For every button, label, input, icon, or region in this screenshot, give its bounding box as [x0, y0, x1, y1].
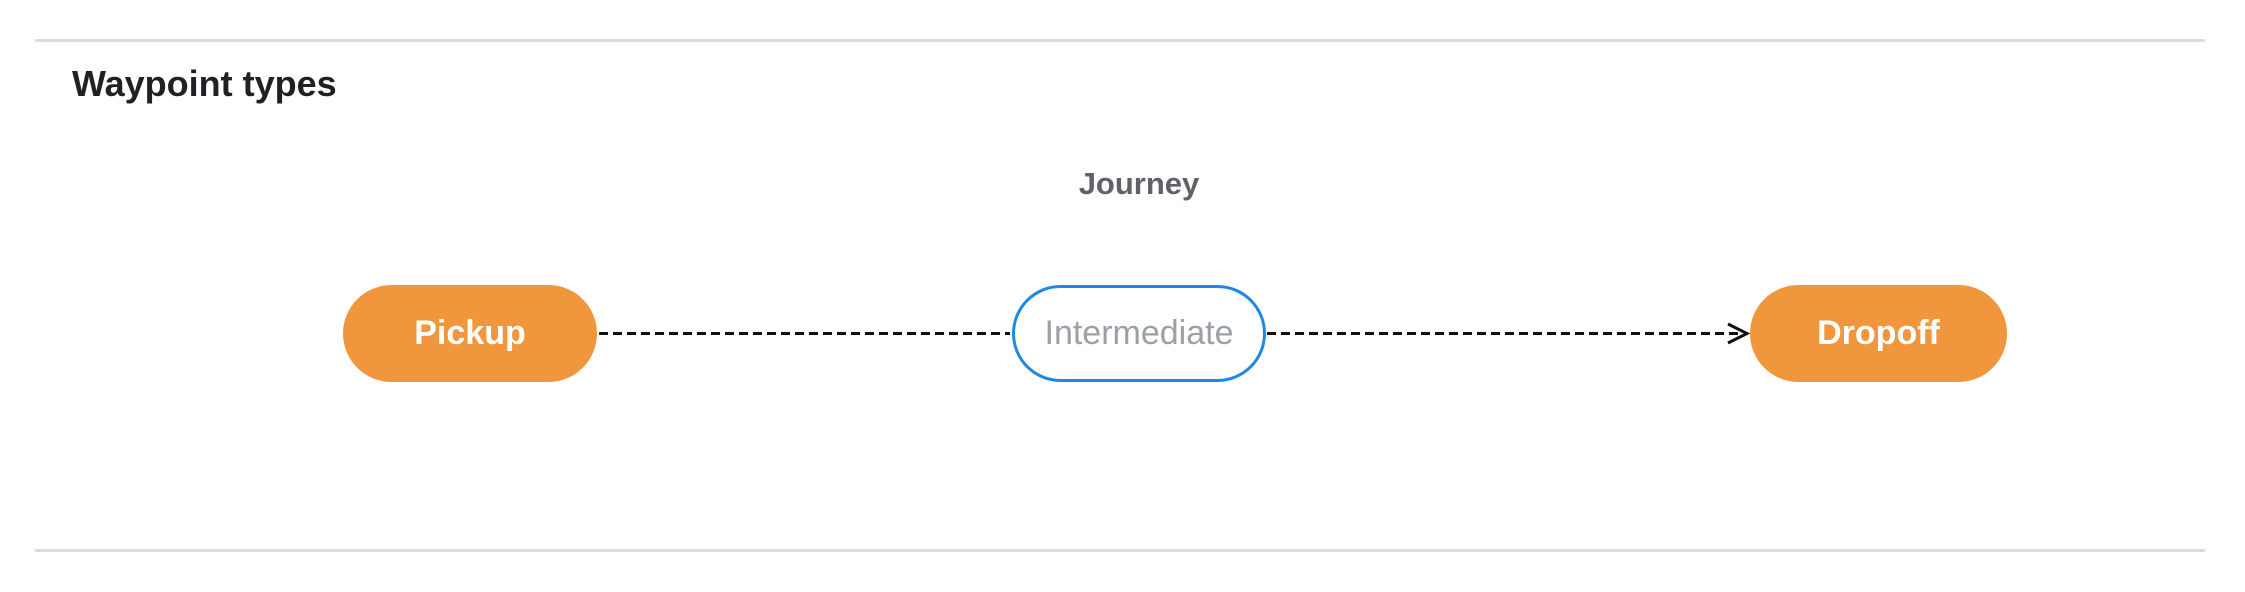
- page-title: Waypoint types: [72, 63, 337, 104]
- bottom-divider: [35, 549, 2205, 552]
- node-pickup-label: Pickup: [414, 314, 526, 352]
- node-intermediate: Intermediate: [1012, 285, 1266, 382]
- node-pickup: Pickup: [343, 285, 597, 382]
- node-dropoff-label: Dropoff: [1817, 314, 1940, 352]
- arrowhead-icon: [1727, 322, 1751, 345]
- node-intermediate-label: Intermediate: [1044, 314, 1234, 352]
- journey-label: Journey: [1078, 166, 1200, 201]
- top-divider: [35, 39, 2205, 42]
- node-dropoff: Dropoff: [1750, 285, 2007, 382]
